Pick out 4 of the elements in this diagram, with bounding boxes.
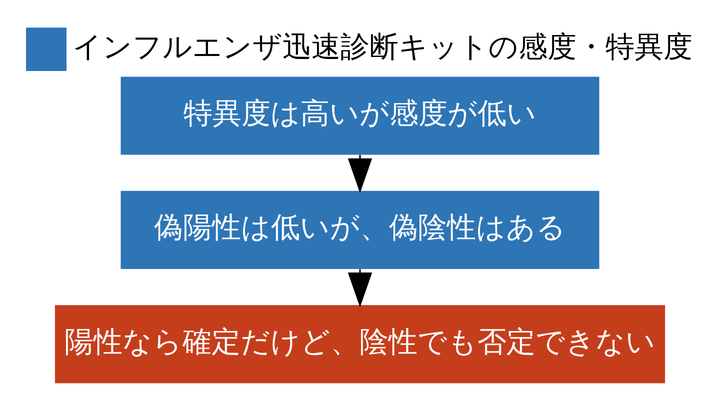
node-box: 陽性なら確定だけど、陰性でも否定できない: [54, 305, 666, 384]
node-box: 偽陽性は低いが、偽陰性はある: [120, 190, 600, 269]
node-box: 特異度は高いが感度が低い: [120, 76, 600, 155]
diagram-title: インフルエンザ迅速診断キットの感度・特異度: [72, 29, 692, 64]
